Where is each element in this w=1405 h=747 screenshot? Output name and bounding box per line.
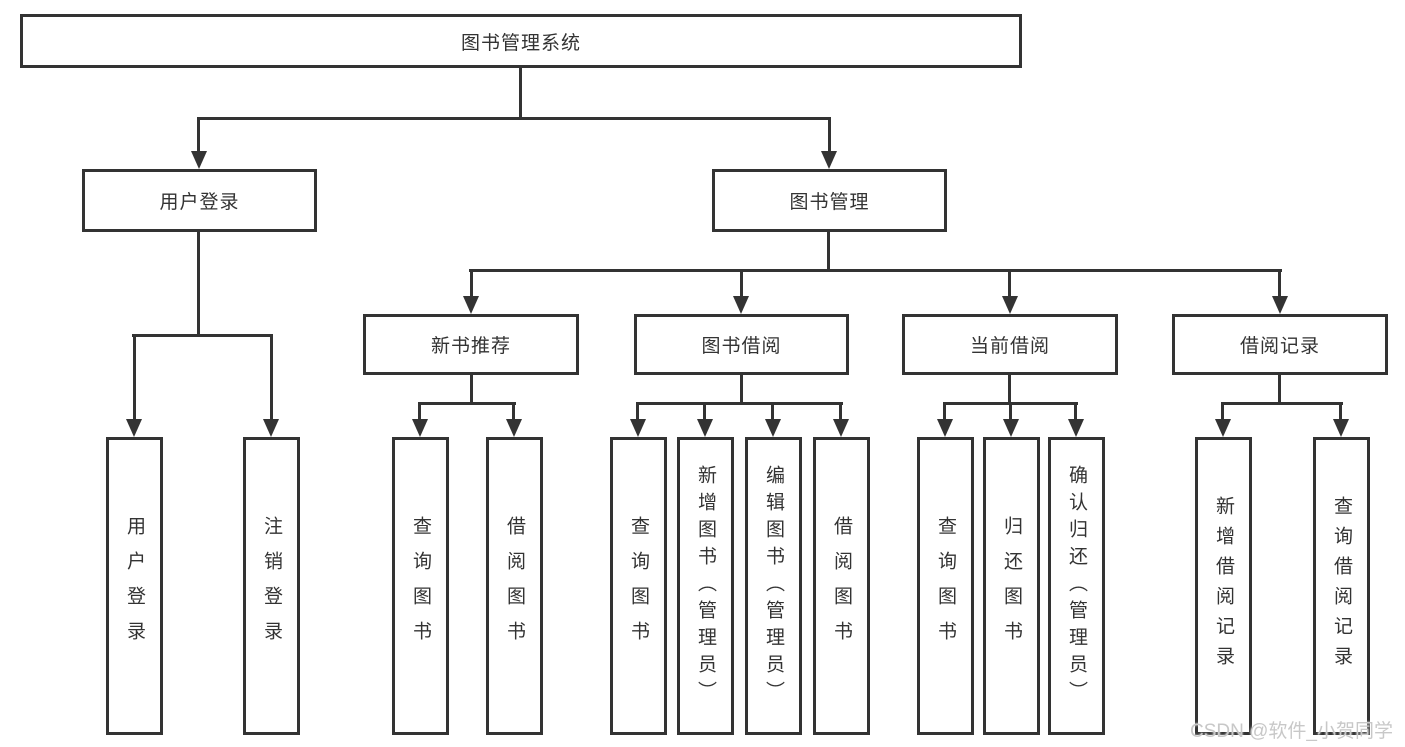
- arrowhead-l3: [733, 296, 749, 314]
- node-current-borrow: 当前借阅: [902, 314, 1118, 375]
- connector-l3-drop: [1008, 272, 1011, 296]
- connector-l3-drop: [470, 272, 473, 296]
- node-borrow-records: 借阅记录: [1172, 314, 1388, 375]
- node-label: 编辑图书（管理员）: [763, 464, 784, 708]
- arrowhead-leaf: [1068, 419, 1084, 437]
- arrowhead-leaf: [1333, 419, 1349, 437]
- connector-l3-drop: [1278, 272, 1281, 296]
- node-book-borrow: 图书借阅: [634, 314, 849, 375]
- node-label: 图书管理: [789, 192, 870, 213]
- node-leaf-add-borrow-record: 新增借阅记录: [1195, 437, 1252, 735]
- node-leaf-edit-book-admin: 编辑图书（管理员）: [745, 437, 802, 735]
- connector-login-stem: [197, 232, 200, 336]
- connector-bb-bar: [636, 402, 843, 405]
- node-library-management-system: 图书管理系统: [20, 14, 1022, 68]
- connector-leaf-drop: [270, 337, 273, 419]
- node-label: 归还图书: [1001, 516, 1022, 656]
- arrowhead-l3: [1002, 296, 1018, 314]
- arrowhead-leaf: [1003, 419, 1019, 437]
- node-label: 新增借阅记录: [1213, 496, 1234, 676]
- connector-leaf-drop: [1074, 405, 1077, 419]
- node-leaf-add-book-admin: 新增图书（管理员）: [677, 437, 734, 735]
- connector-cb-bar: [943, 402, 1078, 405]
- node-label: 新书推荐: [430, 336, 511, 357]
- node-leaf-borrow-books: 借阅图书: [813, 437, 870, 735]
- connector-leaf-drop: [512, 405, 515, 419]
- node-label: 查询借阅记录: [1331, 496, 1352, 676]
- node-leaf-logout: 注销登录: [243, 437, 300, 735]
- node-label: 图书借阅: [701, 336, 782, 357]
- connector-root-stem: [519, 68, 522, 118]
- connector-l3-drop: [740, 272, 743, 296]
- connector-nbr-bar: [418, 402, 516, 405]
- node-label: 查询图书: [628, 516, 649, 656]
- connector-leaf-drop: [943, 405, 946, 419]
- arrowhead-l3: [1272, 296, 1288, 314]
- node-label: 图书管理系统: [460, 32, 581, 54]
- connector-leaf-drop: [1221, 405, 1224, 419]
- node-label: 当前借阅: [969, 336, 1050, 357]
- connector-leaf-drop: [418, 405, 421, 419]
- arrowhead-leaf: [506, 419, 522, 437]
- connector-login-bar: [132, 334, 273, 337]
- node-leaf-borrow-books-recommend: 借阅图书: [486, 437, 543, 735]
- node-leaf-user-login: 用户登录: [106, 437, 163, 735]
- connector-leaf-drop: [636, 405, 639, 419]
- connector-cb-stem: [1008, 375, 1011, 404]
- arrowhead-leaf: [697, 419, 713, 437]
- arrowhead-leaf: [765, 419, 781, 437]
- arrowhead-leaf: [412, 419, 428, 437]
- arrowhead-leaf: [1215, 419, 1231, 437]
- connector-bb-stem: [740, 375, 743, 404]
- connector-mgmt-drop: [828, 120, 831, 151]
- node-user-login-branch: 用户登录: [82, 169, 317, 232]
- arrowhead-mgmt: [821, 151, 837, 169]
- arrowhead-leaf: [833, 419, 849, 437]
- connector-br-stem: [1278, 375, 1281, 404]
- node-label: 用户登录: [159, 192, 240, 213]
- arrowhead-login: [191, 151, 207, 169]
- node-label: 查询图书: [410, 516, 431, 656]
- connector-leaf-drop: [703, 405, 706, 419]
- connector-nbr-stem: [470, 375, 473, 404]
- connector-login-drop: [197, 120, 200, 151]
- arrowhead-leaf: [630, 419, 646, 437]
- arrowhead-l3: [463, 296, 479, 314]
- csdn-watermark: CSDN @软件_小贺同学: [1190, 721, 1393, 742]
- node-leaf-return-book: 归还图书: [983, 437, 1040, 735]
- node-label: 新增图书（管理员）: [695, 464, 716, 708]
- connector-br-bar: [1221, 402, 1343, 405]
- arrowhead-leaf: [263, 419, 279, 437]
- arrowhead-leaf: [126, 419, 142, 437]
- connector-leaf-drop: [1339, 405, 1342, 419]
- node-book-management-branch: 图书管理: [712, 169, 947, 232]
- connector-mgmt-bar: [469, 269, 1282, 272]
- node-leaf-query-borrow-record: 查询借阅记录: [1313, 437, 1370, 735]
- node-leaf-query-books-current: 查询图书: [917, 437, 974, 735]
- connector-leaf-drop: [771, 405, 774, 419]
- connector-leaf-drop: [1009, 405, 1012, 419]
- node-label: 用户登录: [124, 516, 145, 656]
- node-label: 借阅图书: [831, 516, 852, 656]
- node-label: 借阅图书: [504, 516, 525, 656]
- node-label: 借阅记录: [1239, 336, 1320, 357]
- node-label: 确认归还（管理员）: [1066, 464, 1087, 708]
- connector-leaf-drop: [839, 405, 842, 419]
- arrowhead-leaf: [937, 419, 953, 437]
- connector-root-bar: [197, 117, 831, 120]
- node-leaf-confirm-return-admin: 确认归还（管理员）: [1048, 437, 1105, 735]
- connector-mgmt-stem: [827, 232, 830, 271]
- node-label: 注销登录: [261, 516, 282, 656]
- node-leaf-query-books-recommend: 查询图书: [392, 437, 449, 735]
- node-new-book-recommend: 新书推荐: [363, 314, 579, 375]
- node-leaf-query-books-borrow: 查询图书: [610, 437, 667, 735]
- connector-leaf-drop: [133, 337, 136, 419]
- node-label: 查询图书: [935, 516, 956, 656]
